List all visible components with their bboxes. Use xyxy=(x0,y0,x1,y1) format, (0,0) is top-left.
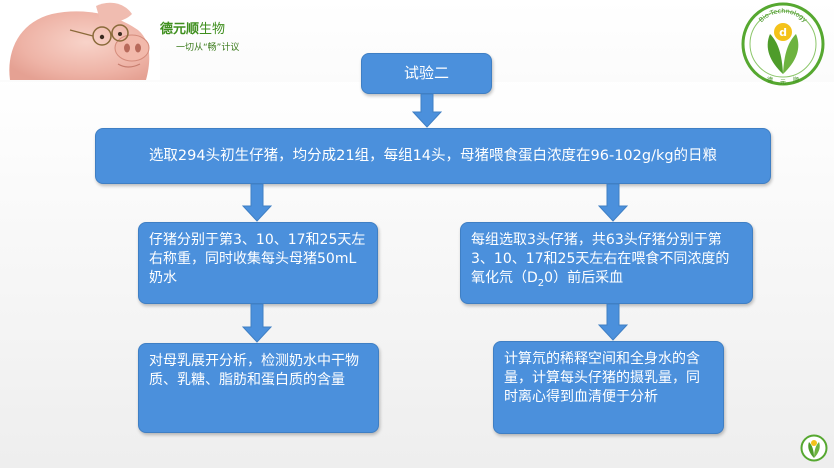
flow-left-step1-box: 仔猪分别于第3、10、17和25天左右称重，同时收集每头母猪50mL奶水 xyxy=(138,222,378,304)
svg-text:d: d xyxy=(779,26,787,39)
pig-illustration xyxy=(0,0,160,80)
logo-text-3: 顺 xyxy=(793,77,799,84)
company-logo-icon: Bio-Technology d 德 元 顺 xyxy=(741,2,825,86)
flow-right-step1-text: 每组选取3头仔猪，共63头仔猪分别于第3、10、17和25天左右在喂食不同浓度的… xyxy=(471,232,730,289)
brand-name: 德元顺生物 xyxy=(160,18,225,37)
arrow-down-icon xyxy=(242,304,272,343)
flow-title-text: 试验二 xyxy=(403,64,449,82)
flow-right-step1-sub: 2 xyxy=(537,277,545,289)
flow-right-step2-text: 计算氘的稀释空间和全身水的含量，计算每头仔猪的摄乳量，同时离心得到血清便于分析 xyxy=(504,351,700,405)
small-logo-icon xyxy=(800,434,828,462)
arrow-down-icon xyxy=(412,94,442,128)
brand-header: 德元顺生物 一切从“畅”计议 xyxy=(0,0,250,80)
flow-left-step2-box: 对母乳展开分析，检测奶水中干物质、乳糖、脂肪和蛋白质的含量 xyxy=(138,343,379,433)
logo-text-2: 元 xyxy=(780,79,786,86)
flow-right-step1-post: 0）前后采血 xyxy=(544,270,624,286)
flow-right-step1-box: 每组选取3头仔猪，共63头仔猪分别于第3、10、17和25天左右在喂食不同浓度的… xyxy=(460,222,753,304)
logo-text-1: 德 xyxy=(767,76,773,84)
arrow-down-icon xyxy=(598,184,628,222)
arrow-down-icon xyxy=(598,304,628,341)
flow-left-step2-text: 对母乳展开分析，检测奶水中干物质、乳糖、脂肪和蛋白质的含量 xyxy=(149,353,359,388)
flow-step1-box: 选取294头初生仔猪，均分成21组，每组14头，母猪喂食蛋白浓度在96-102g… xyxy=(95,128,771,184)
flow-title-box: 试验二 xyxy=(361,53,492,94)
flow-left-step1-text: 仔猪分别于第3、10、17和25天左右称重，同时收集每头母猪50mL奶水 xyxy=(149,232,366,286)
flow-step1-text: 选取294头初生仔猪，均分成21组，每组14头，母猪喂食蛋白浓度在96-102g… xyxy=(148,147,718,164)
flow-right-step1-pre: 每组选取3头仔猪，共63头仔猪分别于第3、10、17和25天左右在喂食不同浓度的… xyxy=(471,232,730,286)
flow-right-step2-box: 计算氘的稀释空间和全身水的含量，计算每头仔猪的摄乳量，同时离心得到血清便于分析 xyxy=(493,341,724,434)
brand-slogan: 一切从“畅”计议 xyxy=(176,43,240,53)
brand-name-thin: 生物 xyxy=(199,22,226,37)
arrow-down-icon xyxy=(242,184,272,222)
brand-name-bold: 德元顺 xyxy=(160,22,200,37)
